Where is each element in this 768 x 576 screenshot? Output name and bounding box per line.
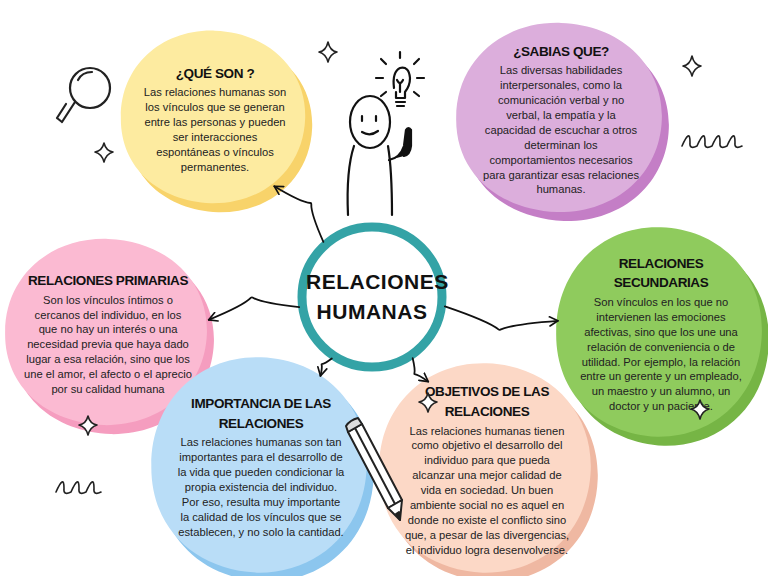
circle-outline (297, 222, 447, 372)
topic-heading: IMPORTANCIA DE LAS RELACIONES (177, 394, 345, 433)
blob-fill (556, 227, 762, 437)
blob-fill (379, 363, 591, 573)
node-content: RELACIONES SECUNDARIASSon vínculos en lo… (555, 226, 767, 442)
node-content: IMPORTANCIA DE LAS RELACIONESLas relacio… (150, 356, 372, 576)
topic-heading: RELACIONES SECUNDARIAS (576, 254, 746, 293)
curly-arrow (209, 297, 299, 320)
topic-body: Las relaciones humanas tienen como objet… (404, 424, 570, 558)
central-circle: RELACIONES HUMANAS (297, 222, 447, 372)
topic-heading: OBJETIVOS DE LAS RELACIONES (404, 382, 570, 421)
curly-arrow (274, 186, 323, 242)
pencil-icon (346, 418, 402, 520)
blob-shape (150, 356, 372, 576)
loop-scribbles (56, 136, 742, 493)
topic-body: Las relaciones humanas son tan important… (177, 435, 345, 539)
topic-blob: ¿SABIAS QUE?Las diversas habilidades int… (455, 22, 667, 217)
topic-blob: RELACIONES SECUNDARIASSon vínculos en lo… (555, 226, 767, 442)
curly-arrow (320, 359, 331, 376)
topic-body: Las relaciones humanas son los vínculos … (140, 85, 290, 174)
sparkle-icons (79, 42, 709, 435)
topic-body: Son los vínculos íntimos o cercanos del … (24, 293, 192, 397)
node-content: ¿SABIAS QUE?Las diversas habilidades int… (455, 22, 667, 217)
blob-fill (121, 31, 305, 204)
node-content: OBJETIVOS DE LAS RELACIONESLas relacione… (378, 362, 596, 576)
circle-ring (302, 227, 442, 367)
topic-heading: ¿QUÉ SON ? (140, 64, 290, 84)
topic-body: Son vínculos en los que no intervienen l… (576, 295, 746, 414)
topic-blob: ¿QUÉ SON ?Las relaciones humanas son los… (120, 30, 310, 208)
node-content: RELACIONES HUMANAS (297, 222, 447, 372)
blob-fill (151, 357, 366, 572)
center-title: RELACIONES HUMANAS (306, 267, 438, 328)
thinking-figure (348, 52, 424, 215)
topic-blob: IMPORTANCIA DE LAS RELACIONESLas relacio… (150, 356, 372, 576)
topic-heading: RELACIONES PRIMARIAS (24, 271, 192, 291)
blob-fill (456, 23, 662, 212)
topic-body: Las diversas habilidades interpersonales… (482, 63, 640, 197)
curly-arrow (445, 306, 558, 330)
magnifier-icon (57, 68, 110, 122)
topic-blob: OBJETIVOS DE LAS RELACIONESLas relacione… (378, 362, 596, 576)
topic-heading: ¿SABIAS QUE? (482, 42, 640, 62)
node-content: ¿QUÉ SON ?Las relaciones humanas son los… (120, 30, 310, 208)
curly-arrow (413, 358, 429, 381)
